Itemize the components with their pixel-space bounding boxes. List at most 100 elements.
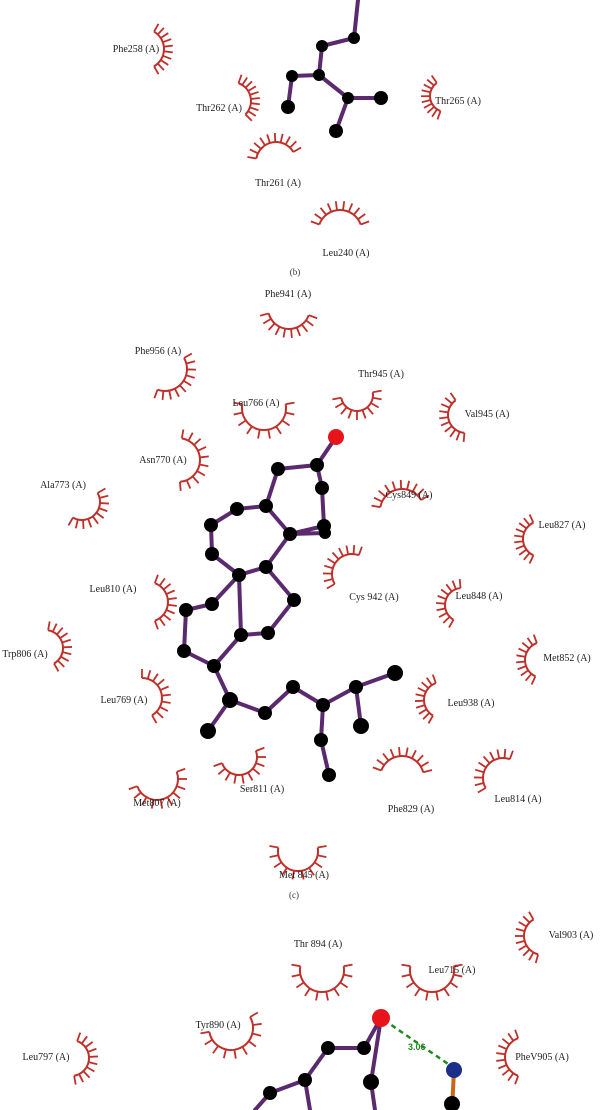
carbon-atom bbox=[281, 100, 295, 114]
hydrophobic-arc bbox=[141, 669, 171, 724]
carbon-atom bbox=[283, 527, 297, 541]
carbon-atom bbox=[205, 597, 219, 611]
ligand-atoms bbox=[177, 32, 462, 1110]
residue-label: Leu766 (A) bbox=[233, 398, 280, 409]
hydrophobic-arc bbox=[153, 23, 173, 75]
carbon-atom bbox=[316, 698, 330, 712]
hydrophobic-arc bbox=[213, 746, 266, 784]
hydrophobic-arc bbox=[179, 429, 209, 491]
residue-label: Leu848 (A) bbox=[456, 591, 503, 602]
oxygen-atom bbox=[328, 429, 344, 445]
carbon-atom bbox=[444, 1096, 460, 1110]
carbon-atom bbox=[357, 1041, 371, 1055]
ligand-bond bbox=[264, 565, 296, 602]
hbond-distance-label: 3.06 bbox=[408, 1042, 426, 1052]
residue-label: Leu810 (A) bbox=[90, 584, 137, 595]
hydrophobic-arc bbox=[372, 747, 433, 774]
ligand-bond bbox=[237, 573, 243, 637]
carbon-atom bbox=[200, 723, 216, 739]
hydrophobic-arc bbox=[496, 1029, 520, 1085]
residue-label: Thr261 (A) bbox=[255, 178, 301, 189]
residue-label: Thr265 (A) bbox=[435, 96, 481, 107]
carbon-atom bbox=[287, 593, 301, 607]
carbon-atom bbox=[232, 568, 246, 582]
ligand-bond bbox=[352, 0, 360, 40]
residue-label: Ser811 (A) bbox=[240, 784, 284, 795]
panel-label-c: (c) bbox=[289, 890, 299, 900]
carbon-atom bbox=[286, 70, 298, 82]
carbon-atom bbox=[310, 458, 324, 472]
carbon-atom bbox=[313, 69, 325, 81]
residue-label: Cys 942 (A) bbox=[349, 592, 398, 603]
residue-label: Cys849 (A) bbox=[386, 490, 433, 501]
carbon-atom bbox=[363, 1074, 379, 1090]
carbon-atom bbox=[207, 659, 221, 673]
residue-label: Leu715 (A) bbox=[429, 965, 476, 976]
carbon-atom bbox=[387, 665, 403, 681]
carbon-atom bbox=[271, 462, 285, 476]
carbon-atom bbox=[342, 92, 354, 104]
carbon-atom bbox=[314, 733, 328, 747]
residue-label: Tyr890 (A) bbox=[195, 1020, 240, 1031]
hydrophobic-arc bbox=[439, 392, 466, 442]
residue-label: Phe956 (A) bbox=[135, 346, 181, 357]
hydrophobic-arc bbox=[47, 621, 73, 672]
carbon-atom bbox=[222, 692, 238, 708]
hydrophobic-arc bbox=[436, 579, 462, 628]
carbon-atom bbox=[205, 547, 219, 561]
carbon-atom bbox=[263, 1086, 277, 1100]
carbon-atom bbox=[258, 706, 272, 720]
carbon-atom bbox=[319, 527, 331, 539]
residue-label: Leu769 (A) bbox=[101, 695, 148, 706]
hydrophobic-arc bbox=[259, 312, 318, 338]
hydrophobic-arc bbox=[269, 845, 327, 880]
carbon-atom bbox=[329, 124, 343, 138]
hydrophobic-arc bbox=[153, 574, 177, 630]
residue-label: Asn770 (A) bbox=[139, 455, 187, 466]
hydrophobic-arc bbox=[473, 749, 514, 794]
residue-label: Met 845 (A) bbox=[279, 870, 329, 881]
residue-label: Thr945 (A) bbox=[358, 369, 404, 380]
ligand-bond bbox=[317, 73, 350, 100]
residue-label: Phe941 (A) bbox=[265, 289, 311, 300]
carbon-atom bbox=[286, 680, 300, 694]
carbon-atom bbox=[204, 518, 218, 532]
hydrophobic-arc bbox=[200, 1011, 262, 1059]
residue-label: Phe829 (A) bbox=[388, 804, 434, 815]
carbon-atom bbox=[261, 626, 275, 640]
residue-label: Leu938 (A) bbox=[448, 698, 495, 709]
oxygen-atom bbox=[372, 1009, 390, 1027]
carbon-atom bbox=[321, 1041, 335, 1055]
hydrophobic-arc bbox=[420, 75, 442, 120]
hydrophobic-arc bbox=[128, 767, 187, 809]
hydrophobic-arc bbox=[414, 674, 437, 724]
hydrophobic-arc bbox=[322, 545, 363, 590]
residue-label: Leu827 (A) bbox=[539, 520, 586, 531]
hydrophobic-arc bbox=[515, 911, 539, 964]
carbon-atom bbox=[234, 628, 248, 642]
carbon-atom bbox=[298, 1073, 312, 1087]
ligand-bond bbox=[266, 598, 296, 635]
carbon-atom bbox=[374, 91, 388, 105]
residue-label: Trp806 (A) bbox=[2, 649, 47, 660]
residue-label: Val945 (A) bbox=[465, 409, 510, 420]
hydrophobic-arc bbox=[153, 352, 197, 400]
hydrophobic-arc bbox=[401, 963, 463, 1001]
residue-label: Met807 (A) bbox=[133, 798, 181, 809]
carbon-atom bbox=[348, 32, 360, 44]
panel-label-b: (b) bbox=[290, 267, 301, 277]
residue-label: Thr 894 (A) bbox=[294, 939, 342, 950]
hydrophobic-arc bbox=[247, 132, 302, 160]
residue-label: Leu797 (A) bbox=[23, 1052, 70, 1063]
nitrogen-atom bbox=[446, 1062, 462, 1078]
hydrophobic-arc bbox=[332, 389, 382, 420]
ligand-bond bbox=[369, 1016, 383, 1084]
carbon-atom bbox=[259, 499, 273, 513]
hydrophobic-arc bbox=[73, 1032, 99, 1085]
hydrophobic-arc bbox=[371, 479, 430, 509]
carbon-atom bbox=[322, 768, 336, 782]
hydrophobic-arc bbox=[67, 487, 110, 530]
carbon-atom bbox=[177, 644, 191, 658]
residue-label: Phe258 (A) bbox=[113, 44, 159, 55]
